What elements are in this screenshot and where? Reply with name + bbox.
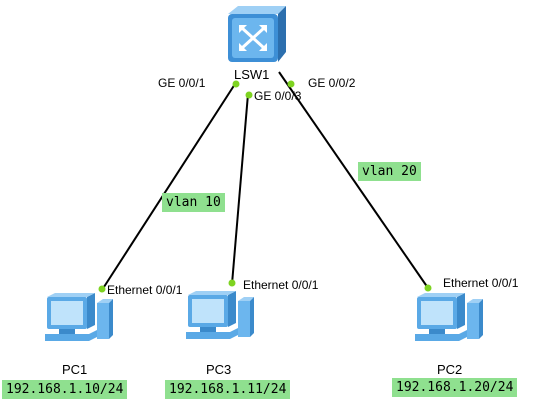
pc3-name: PC3 xyxy=(206,362,232,377)
port-dot-ge-0-0-2 xyxy=(287,80,295,88)
port-dot-pc2-eth xyxy=(424,284,432,292)
pc3-icon[interactable] xyxy=(186,291,254,339)
pc1-ip-label: 192.168.1.10/24 xyxy=(2,380,128,399)
port-dot-ge-0-0-1 xyxy=(232,80,240,88)
pc3-port-label: Ethernet 0/0/1 xyxy=(243,278,319,292)
pc2-name: PC2 xyxy=(437,362,463,377)
switch-name: LSW1 xyxy=(234,67,270,82)
port-dot-pc1-eth xyxy=(98,285,106,293)
pc1-name: PC1 xyxy=(62,362,88,377)
pc1-port-label: Ethernet 0/0/1 xyxy=(107,283,183,297)
pc1-icon[interactable] xyxy=(45,293,113,341)
port-label-ge-0-0-2: GE 0/0/2 xyxy=(308,76,356,90)
port-label-ge-0-0-3: GE 0/0/3 xyxy=(254,89,302,103)
port-dot-pc3-eth xyxy=(228,279,236,287)
port-label-ge-0-0-1: GE 0/0/1 xyxy=(158,76,206,90)
pc3-ip-label: 192.168.1.11/24 xyxy=(165,380,291,399)
vlan-label-left: vlan 10 xyxy=(162,193,225,212)
port-dot-ge-0-0-3 xyxy=(245,91,253,99)
link-lsw1-pc2 xyxy=(278,71,429,289)
link-lsw1-pc3 xyxy=(231,93,249,285)
switch-icon[interactable] xyxy=(228,6,286,62)
pc2-ip-label: 192.168.1.20/24 xyxy=(392,378,518,397)
pc2-port-label: Ethernet 0/0/1 xyxy=(443,276,519,290)
link-lsw1-pc1 xyxy=(101,83,236,291)
vlan-label-right: vlan 20 xyxy=(358,162,421,181)
pc2-icon[interactable] xyxy=(415,293,483,341)
